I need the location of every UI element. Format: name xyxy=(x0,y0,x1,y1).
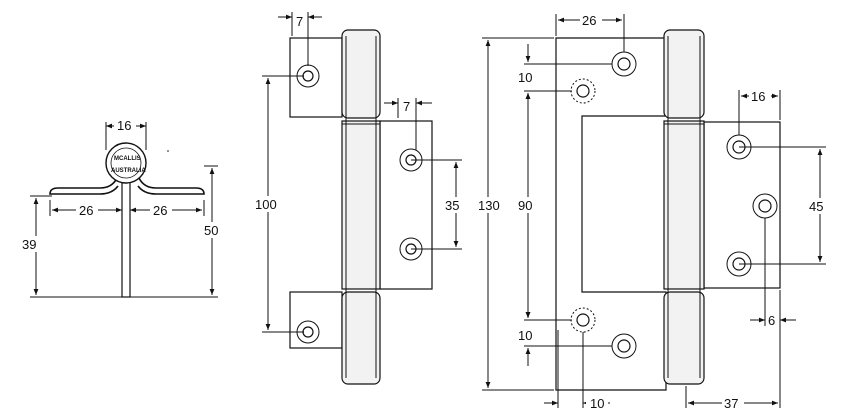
front-view-dim-26-right: 26 xyxy=(153,203,167,218)
front-view-logo-bottom: AUSTRALIA xyxy=(111,168,146,174)
front-view-leaf-right xyxy=(137,177,205,195)
right-view-hole xyxy=(611,51,637,77)
middle-view-knuckle-bottom xyxy=(341,291,381,385)
front-view-dim-50: 50 xyxy=(204,223,218,238)
front-view-logo-top: MCALLIS xyxy=(114,156,141,162)
front-view: MCALLIS AUSTRALIA 16 26 26 39 50 xyxy=(20,118,224,298)
right-view-dim-130: 130 xyxy=(478,198,500,213)
front-view-dim-16: 16 xyxy=(117,118,131,133)
middle-view-leaf-right xyxy=(379,120,433,290)
middle-view-dim-35: 35 xyxy=(445,198,459,213)
middle-view-dim-7-right: 7 xyxy=(403,99,410,114)
middle-view-knuckle-mid xyxy=(341,120,381,290)
front-view-pin-stem xyxy=(121,179,131,298)
front-view-knuckle xyxy=(105,142,147,184)
front-view-dim-39: 39 xyxy=(22,237,36,252)
right-view-dim-16: 16 xyxy=(751,89,765,104)
middle-view-dim-100: 100 xyxy=(255,197,277,212)
right-view-knuckle-bottom xyxy=(663,291,705,385)
right-view-hole xyxy=(752,193,778,219)
right-view-dim-10-upper: 10 xyxy=(518,70,532,85)
right-view-hole-dashed xyxy=(570,78,596,104)
right-view-dim-37: 37 xyxy=(724,396,738,411)
right-view-dim-90: 90 xyxy=(518,198,532,213)
right-view-knuckle-top xyxy=(663,29,705,119)
right-view-knuckle-mid xyxy=(663,120,705,290)
front-view-leaf-left xyxy=(49,177,119,195)
middle-view-dim-7-top: 7 xyxy=(296,14,303,29)
right-view-dim-26: 26 xyxy=(582,13,596,28)
middle-view-knuckle-top xyxy=(341,29,381,119)
right-view-hole-dashed xyxy=(570,307,596,333)
front-view-dim-26-left: 26 xyxy=(79,203,93,218)
right-view: 26 10 130 90 10 16 45 xyxy=(476,13,830,411)
middle-view: 7 7 100 35 xyxy=(254,12,466,385)
middle-view-hole xyxy=(296,320,320,344)
right-view-dim-45: 45 xyxy=(809,199,823,214)
right-view-dim-10-lower: 10 xyxy=(518,328,532,343)
right-view-dim-6: 6 xyxy=(768,313,775,328)
right-view-hole xyxy=(611,333,637,359)
right-view-dim-10-bottom: 10 xyxy=(590,396,604,411)
